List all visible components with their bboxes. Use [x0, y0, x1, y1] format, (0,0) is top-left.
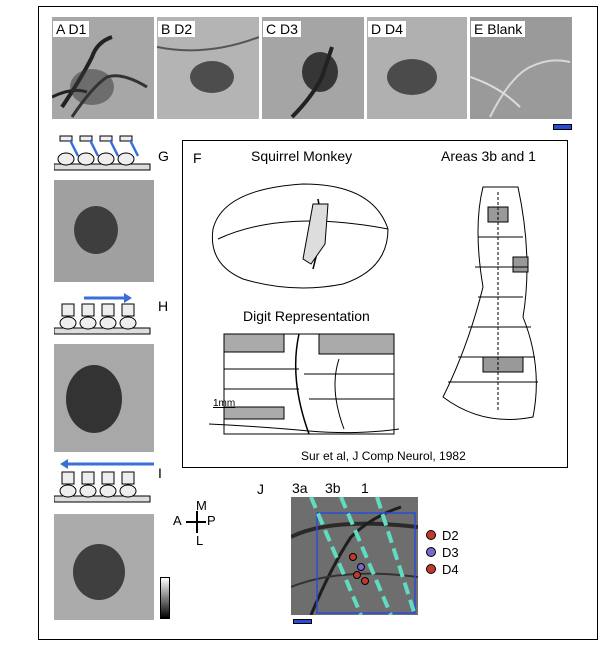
squirrel-monkey-title: Squirrel Monkey	[251, 148, 353, 164]
panel-h-texture	[54, 344, 154, 452]
label-b: B D2	[158, 21, 196, 37]
label-j: J	[257, 481, 264, 497]
stimulus-diagram-i	[54, 459, 154, 503]
image-panel-c	[262, 17, 364, 119]
scale-bar-top	[553, 124, 572, 130]
areas-title: Areas 3b and 1	[441, 148, 536, 164]
panel-j-cortex	[291, 497, 418, 615]
panel-i-texture	[54, 514, 154, 620]
panel-a-vessels	[52, 17, 154, 119]
image-panel-j	[291, 497, 418, 615]
legend-d2: D2	[442, 528, 459, 543]
area-3a-label: 3a	[292, 480, 308, 496]
digit-map	[209, 333, 399, 435]
legend-dot-d4	[426, 564, 436, 574]
scale-1mm: 1mm	[213, 398, 236, 409]
grayscale-colorbar	[160, 577, 170, 619]
brain-outline	[211, 183, 389, 289]
label-d: D D4	[368, 21, 406, 37]
areas-3b-1-map	[442, 186, 538, 420]
image-panel-g	[54, 180, 154, 282]
stimulus-diagram-h	[54, 293, 151, 335]
label-c: C D3	[263, 21, 301, 37]
digit-representation-title: Digit Representation	[243, 308, 370, 324]
legend-d3: D3	[442, 545, 459, 560]
citation: Sur et al, J Comp Neurol, 1982	[301, 449, 466, 463]
compass-p: P	[207, 513, 216, 528]
scale-bar-j	[293, 619, 312, 624]
stimulus-diagram-g	[54, 135, 151, 171]
label-i: I	[158, 465, 162, 481]
compass-cross-v	[196, 511, 198, 533]
area-3b-label: 3b	[325, 480, 341, 496]
compass-l: L	[196, 533, 204, 548]
label-f: F	[193, 150, 202, 166]
compass-a: A	[173, 513, 182, 528]
image-panel-h	[54, 344, 154, 452]
label-h: H	[158, 298, 169, 314]
image-panel-i	[54, 514, 154, 620]
label-g: G	[158, 148, 169, 164]
legend-dot-d3	[426, 547, 436, 557]
legend-d4: D4	[442, 562, 459, 577]
compass-m: M	[196, 498, 207, 513]
area-1-label: 1	[361, 480, 369, 496]
legend-dot-d2	[426, 530, 436, 540]
label-e: E Blank	[471, 21, 526, 37]
panel-f-box: F Squirrel Monkey Areas 3b and 1 Digit R…	[182, 140, 568, 468]
label-a: A D1	[53, 21, 90, 37]
panel-g-texture	[54, 180, 154, 282]
